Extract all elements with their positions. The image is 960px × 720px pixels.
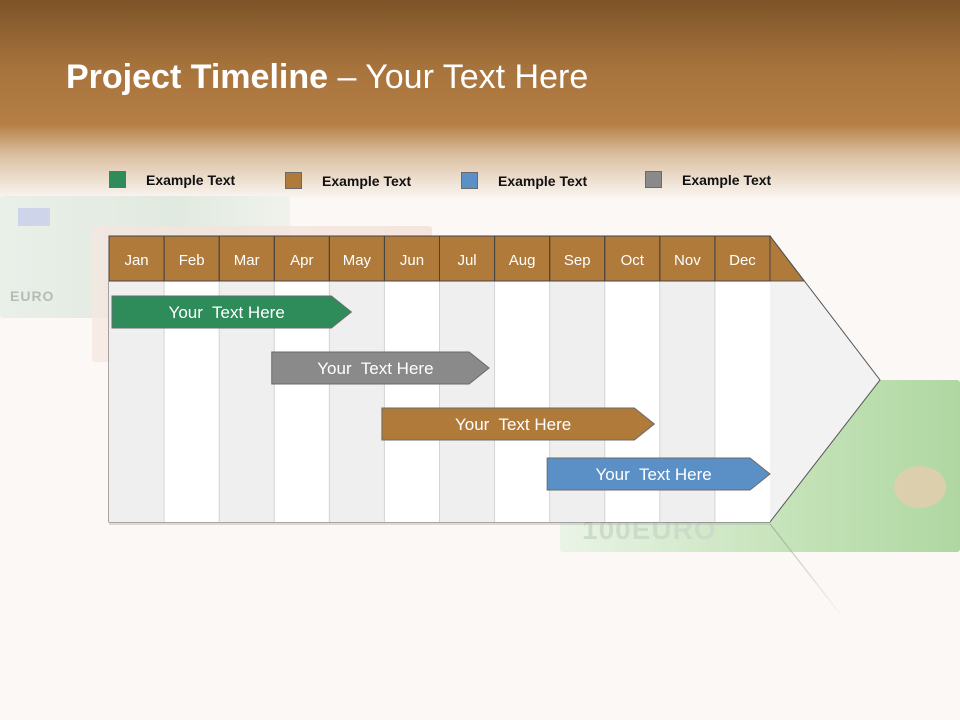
- month-label-sep: Sep: [564, 252, 591, 269]
- legend-swatch-1: [109, 171, 126, 188]
- month-label-jun: Jun: [400, 252, 424, 269]
- eu-flag-icon: [18, 208, 50, 226]
- title-bold: Project Timeline: [66, 58, 329, 96]
- task-label-2: Your Text Here: [317, 359, 433, 378]
- month-label-oct: Oct: [621, 252, 645, 269]
- legend-swatch-4: [645, 171, 662, 188]
- month-label-may: May: [343, 252, 372, 269]
- task-label-3: Your Text Here: [455, 415, 571, 434]
- reflection-diagonal-line: [769, 523, 846, 621]
- month-column-jun: [384, 281, 440, 522]
- month-label-mar: Mar: [234, 252, 260, 269]
- task-label-4: Your Text Here: [595, 465, 711, 484]
- task-arrow-shape: [271, 351, 490, 385]
- month-column-aug: [494, 281, 550, 522]
- task-bar-1: Your Text Here: [111, 295, 353, 329]
- month-label-jul: Jul: [457, 252, 476, 269]
- month-header-cell: [714, 235, 771, 282]
- title-rest: – Your Text Here: [328, 58, 589, 96]
- task-bar-2: Your Text Here: [271, 351, 490, 385]
- month-label-dec: Dec: [729, 252, 756, 269]
- month-label-nov: Nov: [674, 252, 701, 269]
- month-label-apr: Apr: [290, 252, 313, 269]
- task-arrow-shape: [546, 457, 771, 491]
- month-header: Jan Feb Mar Apr May Jun Jul Aug Sep Oct Nov Dec: [108, 235, 806, 282]
- month-column-jul: [439, 281, 495, 522]
- banknote-seal-icon: [894, 466, 946, 508]
- month-label-feb: Feb: [179, 252, 205, 269]
- legend-label-3: Example Text: [498, 173, 588, 189]
- task-arrow-shape: [381, 407, 656, 441]
- legend-swatch-2: [285, 172, 302, 189]
- month-label-jan: Jan: [124, 252, 148, 269]
- legend-label-2: Example Text: [322, 173, 412, 189]
- task-bar-3: Your Text Here: [381, 407, 656, 441]
- task-label-1: Your Text Here: [169, 303, 285, 322]
- legend-swatch-3: [461, 172, 478, 189]
- task-bar-4: Your Text Here: [546, 457, 771, 491]
- page-title: Project Timeline – Your Text Here: [66, 58, 588, 97]
- title-banner: [0, 0, 960, 200]
- legend-label-4: Example Text: [682, 172, 772, 188]
- task-arrow-shape: [111, 295, 353, 329]
- month-label-aug: Aug: [509, 252, 536, 269]
- legend-label-1: Example Text: [146, 172, 236, 188]
- banknote-text-1: EURO: [10, 288, 55, 304]
